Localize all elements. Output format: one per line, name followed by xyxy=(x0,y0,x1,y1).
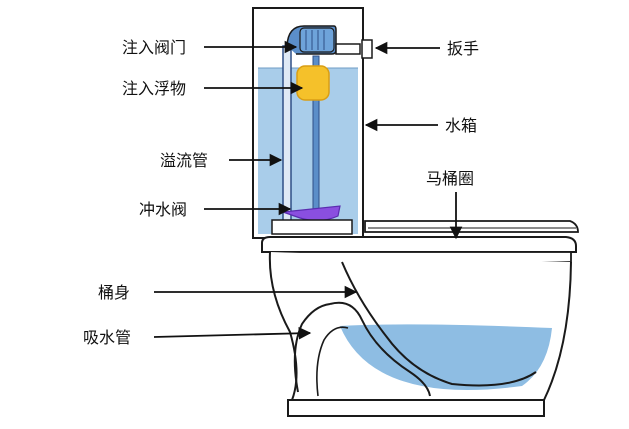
label-siphon: 吸水管 xyxy=(83,328,131,347)
labels: 注入阀门 注入浮物 溢流管 冲水阀 桶身 吸水管 扳手 水箱 马桶圈 xyxy=(83,38,479,347)
overflow-tube xyxy=(282,45,292,227)
label-float: 注入浮物 xyxy=(122,79,186,98)
trapway-curve xyxy=(329,301,431,397)
label-handle: 扳手 xyxy=(447,39,479,58)
bowl-body xyxy=(268,251,572,417)
label-overflow-tube: 溢流管 xyxy=(160,151,208,170)
flush-valve xyxy=(271,205,353,235)
label-fill-valve: 注入阀门 xyxy=(122,38,186,57)
float xyxy=(296,65,330,101)
bowl-water xyxy=(340,324,552,390)
label-tank: 水箱 xyxy=(445,116,477,135)
label-seat: 马桶圈 xyxy=(426,169,474,188)
arrow-siphon xyxy=(153,326,312,340)
annotation-arrows xyxy=(153,40,463,340)
handle xyxy=(335,39,373,59)
fill-valve-head xyxy=(286,25,337,55)
label-trapway: 桶身 xyxy=(98,283,130,302)
seat xyxy=(364,220,579,233)
label-flush-valve: 冲水阀 xyxy=(139,200,187,219)
bowl-base xyxy=(287,399,545,417)
